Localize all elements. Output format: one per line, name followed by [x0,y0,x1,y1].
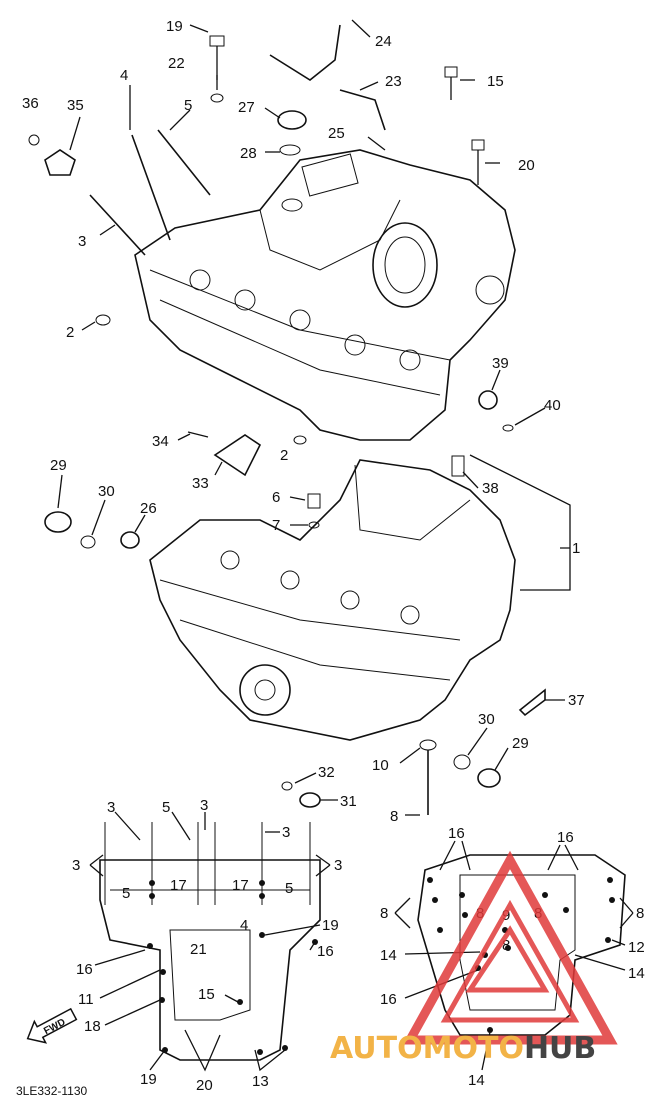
plan-left-11: 11 [78,991,94,1008]
small-parts [28,24,546,815]
callout-36: 36 [22,95,39,112]
plan-right-14b: 14 [628,965,645,982]
callout-35: 35 [67,97,84,114]
plan-left-17a: 17 [170,877,187,894]
plan-left-3b: 3 [200,797,208,814]
watermark-text: AUTOMOTOHUB [330,1031,596,1066]
callout-8: 8 [390,808,398,825]
callout-39: 39 [492,355,509,372]
plan-right-14c: 14 [468,1072,485,1089]
plan-right-16a: 16 [448,825,465,842]
plan-left-5a: 5 [162,799,170,816]
plan-left-4: 4 [240,917,248,934]
upper-crankcase [134,149,516,441]
plan-left-19b: 19 [140,1071,157,1088]
callout-31: 31 [340,793,357,810]
callout-37: 37 [568,692,585,709]
left-bolt-plan-labels: 3 5 3 3 3 3 5 17 17 5 4 19 21 16 16 15 1… [72,797,342,1094]
callout-25: 25 [328,125,345,142]
watermark-moto: MOTO [423,1031,524,1066]
plan-right-14a: 14 [380,947,397,964]
callout-27: 27 [238,99,255,116]
plan-left-3d: 3 [72,857,80,874]
diagram-code: 3LE332-1130 [16,1084,88,1098]
callout-30a: 30 [98,483,115,500]
callout-3: 3 [78,233,86,250]
plan-left-5b: 5 [122,885,130,902]
plan-left-16a: 16 [76,961,93,978]
callout-10: 10 [372,757,389,774]
plan-right-16c: 16 [380,991,397,1008]
plan-left-13: 13 [252,1073,269,1090]
callout-1: 1 [572,540,580,557]
callout-34: 34 [152,433,169,450]
callout-2a: 2 [66,324,74,341]
callout-33: 33 [192,475,209,492]
callout-15: 15 [487,73,504,90]
callout-38: 38 [482,480,499,497]
plan-left-3a: 3 [107,799,115,816]
callout-5: 5 [184,97,192,114]
plan-left-20: 20 [196,1077,213,1094]
callout-22: 22 [168,55,185,72]
lower-crankcase [149,459,516,741]
callout-7: 7 [272,517,280,534]
plan-left-17b: 17 [232,877,249,894]
plan-right-12: 12 [628,939,645,956]
plan-left-19: 19 [322,917,339,934]
plan-left-3c: 3 [282,824,290,841]
watermark-auto: AUTO [330,1031,423,1066]
callout-30b: 30 [478,711,495,728]
fwd-arrow-badge: FWD [26,1007,78,1044]
callout-labels: 19 24 22 23 15 4 36 35 5 27 25 28 20 3 2… [22,18,585,825]
callout-19: 19 [166,18,183,35]
callout-29a: 29 [50,457,67,474]
callout-6: 6 [272,489,280,506]
right-bolt-plan-labels: 16 16 8 8 9 8 8 12 8 14 14 16 14 [380,825,645,1089]
callout-32: 32 [318,764,335,781]
leader-lines [57,19,571,816]
left-bolt-plan [89,811,331,1072]
callout-20: 20 [518,157,535,174]
plan-left-5c: 5 [285,880,293,897]
plan-right-8e: 8 [502,937,510,954]
plan-left-15: 15 [198,986,215,1003]
callout-40: 40 [544,397,561,414]
fwd-label: FWD [42,1017,67,1037]
plan-right-16b: 16 [557,829,574,846]
callout-4: 4 [120,67,128,84]
plan-left-18: 18 [84,1018,101,1035]
plan-right-8d: 8 [636,905,644,922]
watermark-hub: HUB [524,1031,596,1066]
plan-left-21: 21 [190,941,207,958]
watermark-triangle-logo [402,850,618,1045]
plan-right-8a: 8 [380,905,388,922]
callout-23: 23 [385,73,402,90]
callout-28: 28 [240,145,257,162]
plan-left-3e: 3 [334,857,342,874]
callout-2b: 2 [280,447,288,464]
callout-29b: 29 [512,735,529,752]
callout-26: 26 [140,500,157,517]
callout-24: 24 [375,33,392,50]
plan-left-16b: 16 [317,943,334,960]
automotohub-watermark: AUTOMOTOHUB [330,850,618,1066]
